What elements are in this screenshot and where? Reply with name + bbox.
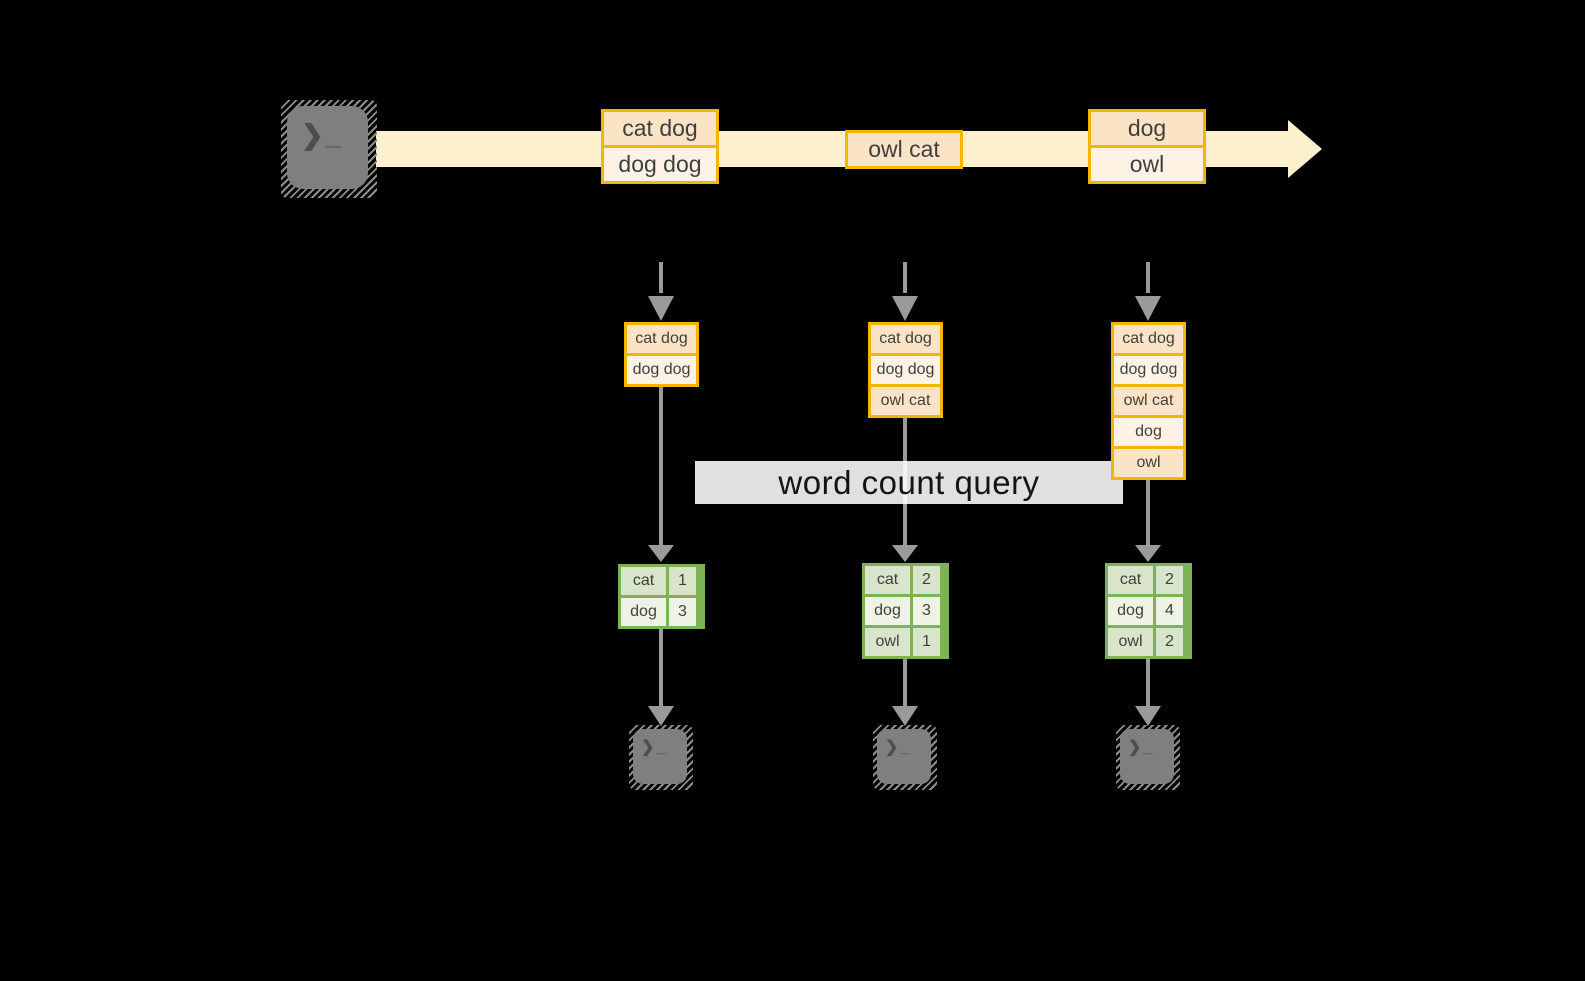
terminal-body: ❯_ — [633, 729, 687, 784]
buffer-line: cat dog — [1114, 325, 1183, 353]
message-line: dog dog — [604, 148, 716, 181]
record-buffer-3: cat dog dog dog owl cat dog owl — [1111, 322, 1186, 480]
buffer-line: dog dog — [871, 356, 940, 384]
word-cell: dog — [1108, 597, 1153, 625]
count-table-1: cat 1 dog 3 — [618, 564, 705, 629]
word-cell: owl — [1108, 628, 1153, 656]
output-terminal-icon-1: ❯_ — [629, 725, 693, 790]
ingest-arrow — [892, 262, 918, 321]
buffer-line: cat dog — [627, 325, 696, 353]
count-cell: 1 — [669, 567, 696, 595]
message-line: owl — [1091, 148, 1203, 181]
output-arrow — [892, 658, 918, 726]
message-line: dog — [1091, 112, 1203, 145]
stream-message-3: dog owl — [1088, 109, 1206, 184]
count-cell: 2 — [1156, 628, 1183, 656]
count-cell: 1 — [913, 628, 940, 656]
terminal-prompt-icon: ❯_ — [885, 739, 912, 756]
ingest-arrow — [1135, 262, 1161, 321]
count-cell: 3 — [913, 597, 940, 625]
count-table-3: cat 2 dog 4 owl 2 — [1105, 563, 1192, 659]
ingest-arrow — [648, 262, 674, 321]
word-cell: owl — [865, 628, 910, 656]
word-count-query-label: word count query — [695, 461, 1123, 504]
stream-message-1: cat dog dog dog — [601, 109, 719, 184]
terminal-body: ❯_ — [877, 729, 931, 784]
terminal-body: ❯_ — [287, 106, 368, 189]
word-cell: dog — [621, 598, 666, 626]
buffer-line: dog dog — [1114, 356, 1183, 384]
count-table-2: cat 2 dog 3 owl 1 — [862, 563, 949, 659]
buffer-line: owl — [1114, 449, 1183, 477]
word-cell: dog — [865, 597, 910, 625]
query-arrow — [648, 386, 674, 562]
word-cell: cat — [1108, 566, 1153, 594]
terminal-prompt-icon: ❯_ — [301, 120, 343, 150]
count-cell: 4 — [1156, 597, 1183, 625]
message-line: cat dog — [604, 112, 716, 145]
query-arrow — [1135, 479, 1161, 562]
output-terminal-icon-2: ❯_ — [873, 725, 937, 790]
buffer-line: dog dog — [627, 356, 696, 384]
buffer-line: dog — [1114, 418, 1183, 446]
word-cell: cat — [865, 566, 910, 594]
record-buffer-1: cat dog dog dog — [624, 322, 699, 387]
count-cell: 2 — [1156, 566, 1183, 594]
stream-message-2: owl cat — [845, 130, 963, 169]
output-arrow — [1135, 658, 1161, 726]
buffer-line: owl cat — [871, 387, 940, 415]
record-buffer-2: cat dog dog dog owl cat — [868, 322, 943, 418]
terminal-prompt-icon: ❯_ — [1128, 739, 1155, 756]
terminal-prompt-icon: ❯_ — [641, 739, 668, 756]
buffer-line: cat dog — [871, 325, 940, 353]
terminal-body: ❯_ — [1120, 729, 1174, 784]
word-cell: cat — [621, 567, 666, 595]
count-cell: 3 — [669, 598, 696, 626]
buffer-line: owl cat — [1114, 387, 1183, 415]
output-terminal-icon-3: ❯_ — [1116, 725, 1180, 790]
output-arrow — [648, 628, 674, 726]
count-cell: 2 — [913, 566, 940, 594]
source-terminal-icon: ❯_ — [281, 100, 377, 198]
message-line: owl cat — [848, 133, 960, 166]
